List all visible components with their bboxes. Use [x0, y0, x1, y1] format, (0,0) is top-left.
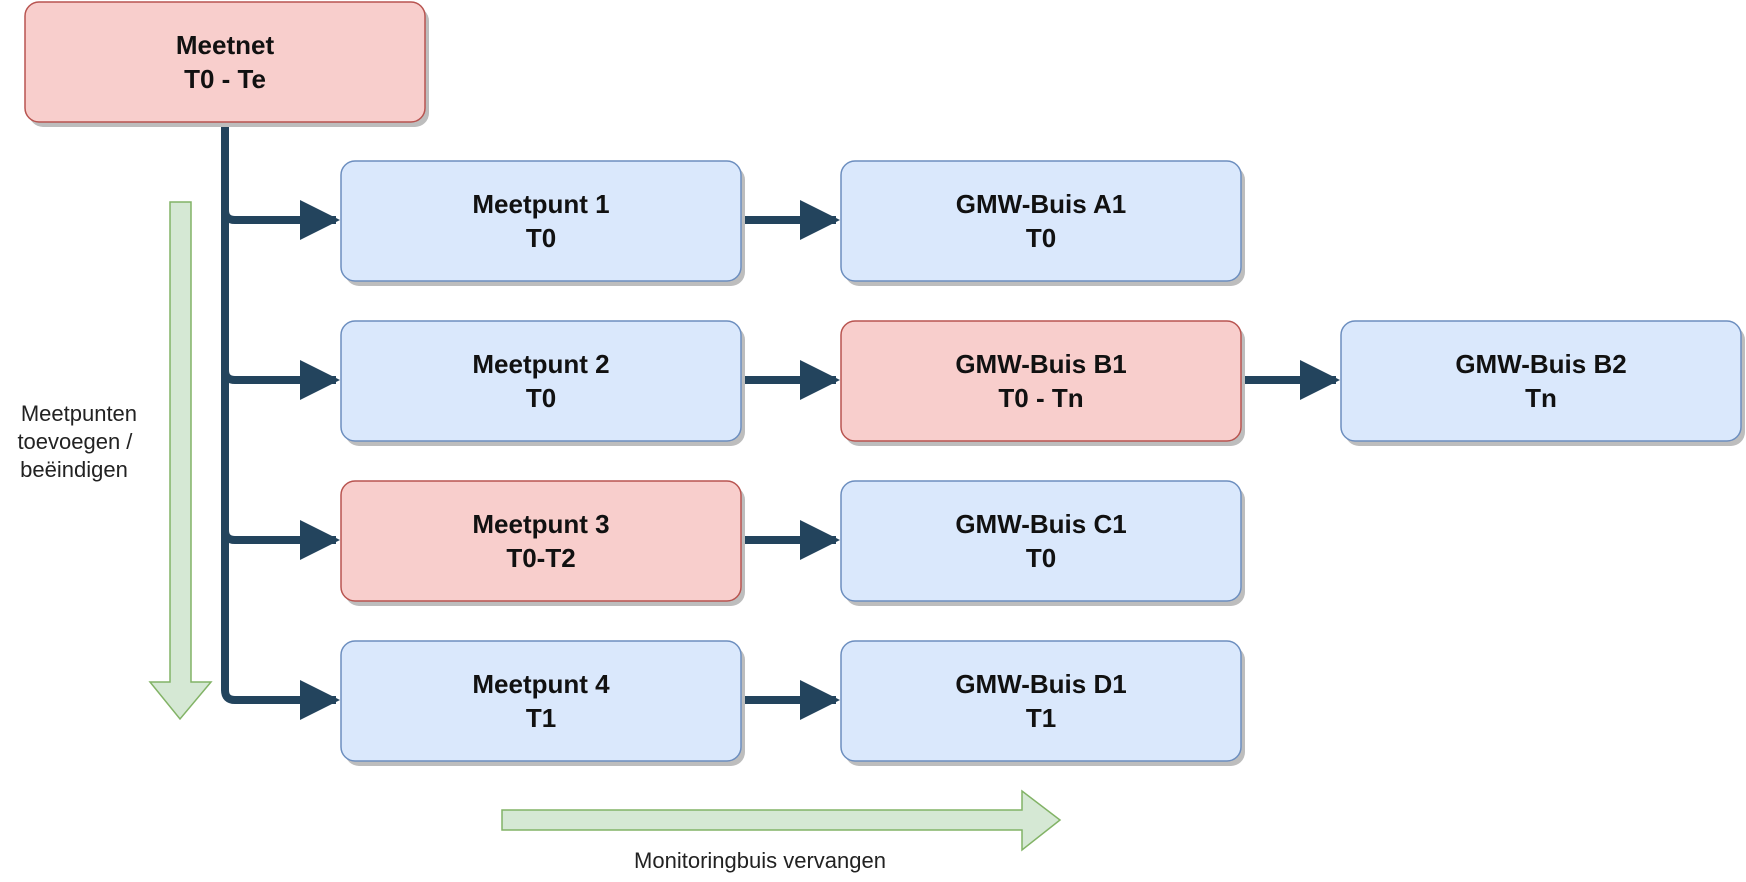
- node-meetpunt-4: Meetpunt 4 T1: [340, 640, 745, 766]
- vertical-note: Meetpunten toevoegen / beëindigen: [17, 401, 143, 482]
- node-meetpunt-2-title: Meetpunt 2: [472, 349, 609, 379]
- node-meetnet-period: T0 - Te: [184, 64, 266, 94]
- node-gmw-buis-b1: GMW-Buis B1 T0 - Tn: [840, 320, 1245, 446]
- vertical-note-line-1: Meetpunten: [21, 401, 137, 426]
- node-gmw-buis-c1-title: GMW-Buis C1: [955, 509, 1126, 539]
- node-meetpunt-1-box: [340, 160, 742, 282]
- node-gmw-buis-d1: GMW-Buis D1 T1: [840, 640, 1245, 766]
- node-gmw-buis-a1-period: T0: [1026, 223, 1056, 253]
- node-meetpunt-4-box: [340, 640, 742, 762]
- node-gmw-buis-b1-period: T0 - Tn: [998, 383, 1083, 413]
- trunk-connector: [221, 122, 340, 720]
- node-gmw-buis-a1-box: [840, 160, 1242, 282]
- node-gmw-buis-b2-period: Tn: [1525, 383, 1557, 413]
- node-meetpunt-1-period: T0: [526, 223, 556, 253]
- branch-connector-meetpunt-1: [221, 200, 340, 240]
- vertical-note-line-2: toevoegen /: [17, 429, 133, 454]
- node-gmw-buis-a1: GMW-Buis A1 T0: [840, 160, 1245, 286]
- node-meetpunt-4-period: T1: [526, 703, 556, 733]
- branch-connector-meetpunt-3: [221, 520, 340, 560]
- node-gmw-buis-d1-title: GMW-Buis D1: [955, 669, 1126, 699]
- node-meetpunt-2-period: T0: [526, 383, 556, 413]
- node-gmw-buis-b1-title: GMW-Buis B1: [955, 349, 1126, 379]
- node-meetpunt-4-title: Meetpunt 4: [472, 669, 610, 699]
- node-gmw-buis-b1-box: [840, 320, 1242, 442]
- node-meetpunt-2: Meetpunt 2 T0: [340, 320, 745, 446]
- node-gmw-buis-c1: GMW-Buis C1 T0: [840, 480, 1245, 606]
- node-meetnet-title: Meetnet: [176, 30, 275, 60]
- node-gmw-buis-c1-box: [840, 480, 1242, 602]
- node-meetpunt-3-period: T0-T2: [506, 543, 575, 573]
- horizontal-guide-arrow: [501, 789, 1062, 852]
- horizontal-note: Monitoringbuis vervangen: [634, 848, 886, 873]
- node-meetpunt-1-title: Meetpunt 1: [472, 189, 609, 219]
- node-gmw-buis-b2-box: [1340, 320, 1742, 442]
- node-meetpunt-1: Meetpunt 1 T0: [340, 160, 745, 286]
- node-meetpunt-2-box: [340, 320, 742, 442]
- node-gmw-buis-d1-box: [840, 640, 1242, 762]
- node-meetpunt-3-box: [340, 480, 742, 602]
- node-meetpunt-3: Meetpunt 3 T0-T2: [340, 480, 745, 606]
- node-meetnet-box: [24, 1, 426, 123]
- node-meetpunt-3-title: Meetpunt 3: [472, 509, 609, 539]
- node-meetnet: Meetnet T0 - Te: [24, 1, 429, 127]
- vertical-note-line-3: beëindigen: [20, 457, 128, 482]
- node-gmw-buis-b2: GMW-Buis B2 Tn: [1340, 320, 1745, 446]
- node-gmw-buis-a1-title: GMW-Buis A1: [956, 189, 1126, 219]
- node-gmw-buis-c1-period: T0: [1026, 543, 1056, 573]
- vertical-guide-arrow: [148, 201, 213, 721]
- branch-connector-meetpunt-2: [221, 360, 340, 400]
- node-gmw-buis-b2-title: GMW-Buis B2: [1455, 349, 1626, 379]
- node-gmw-buis-d1-period: T1: [1026, 703, 1056, 733]
